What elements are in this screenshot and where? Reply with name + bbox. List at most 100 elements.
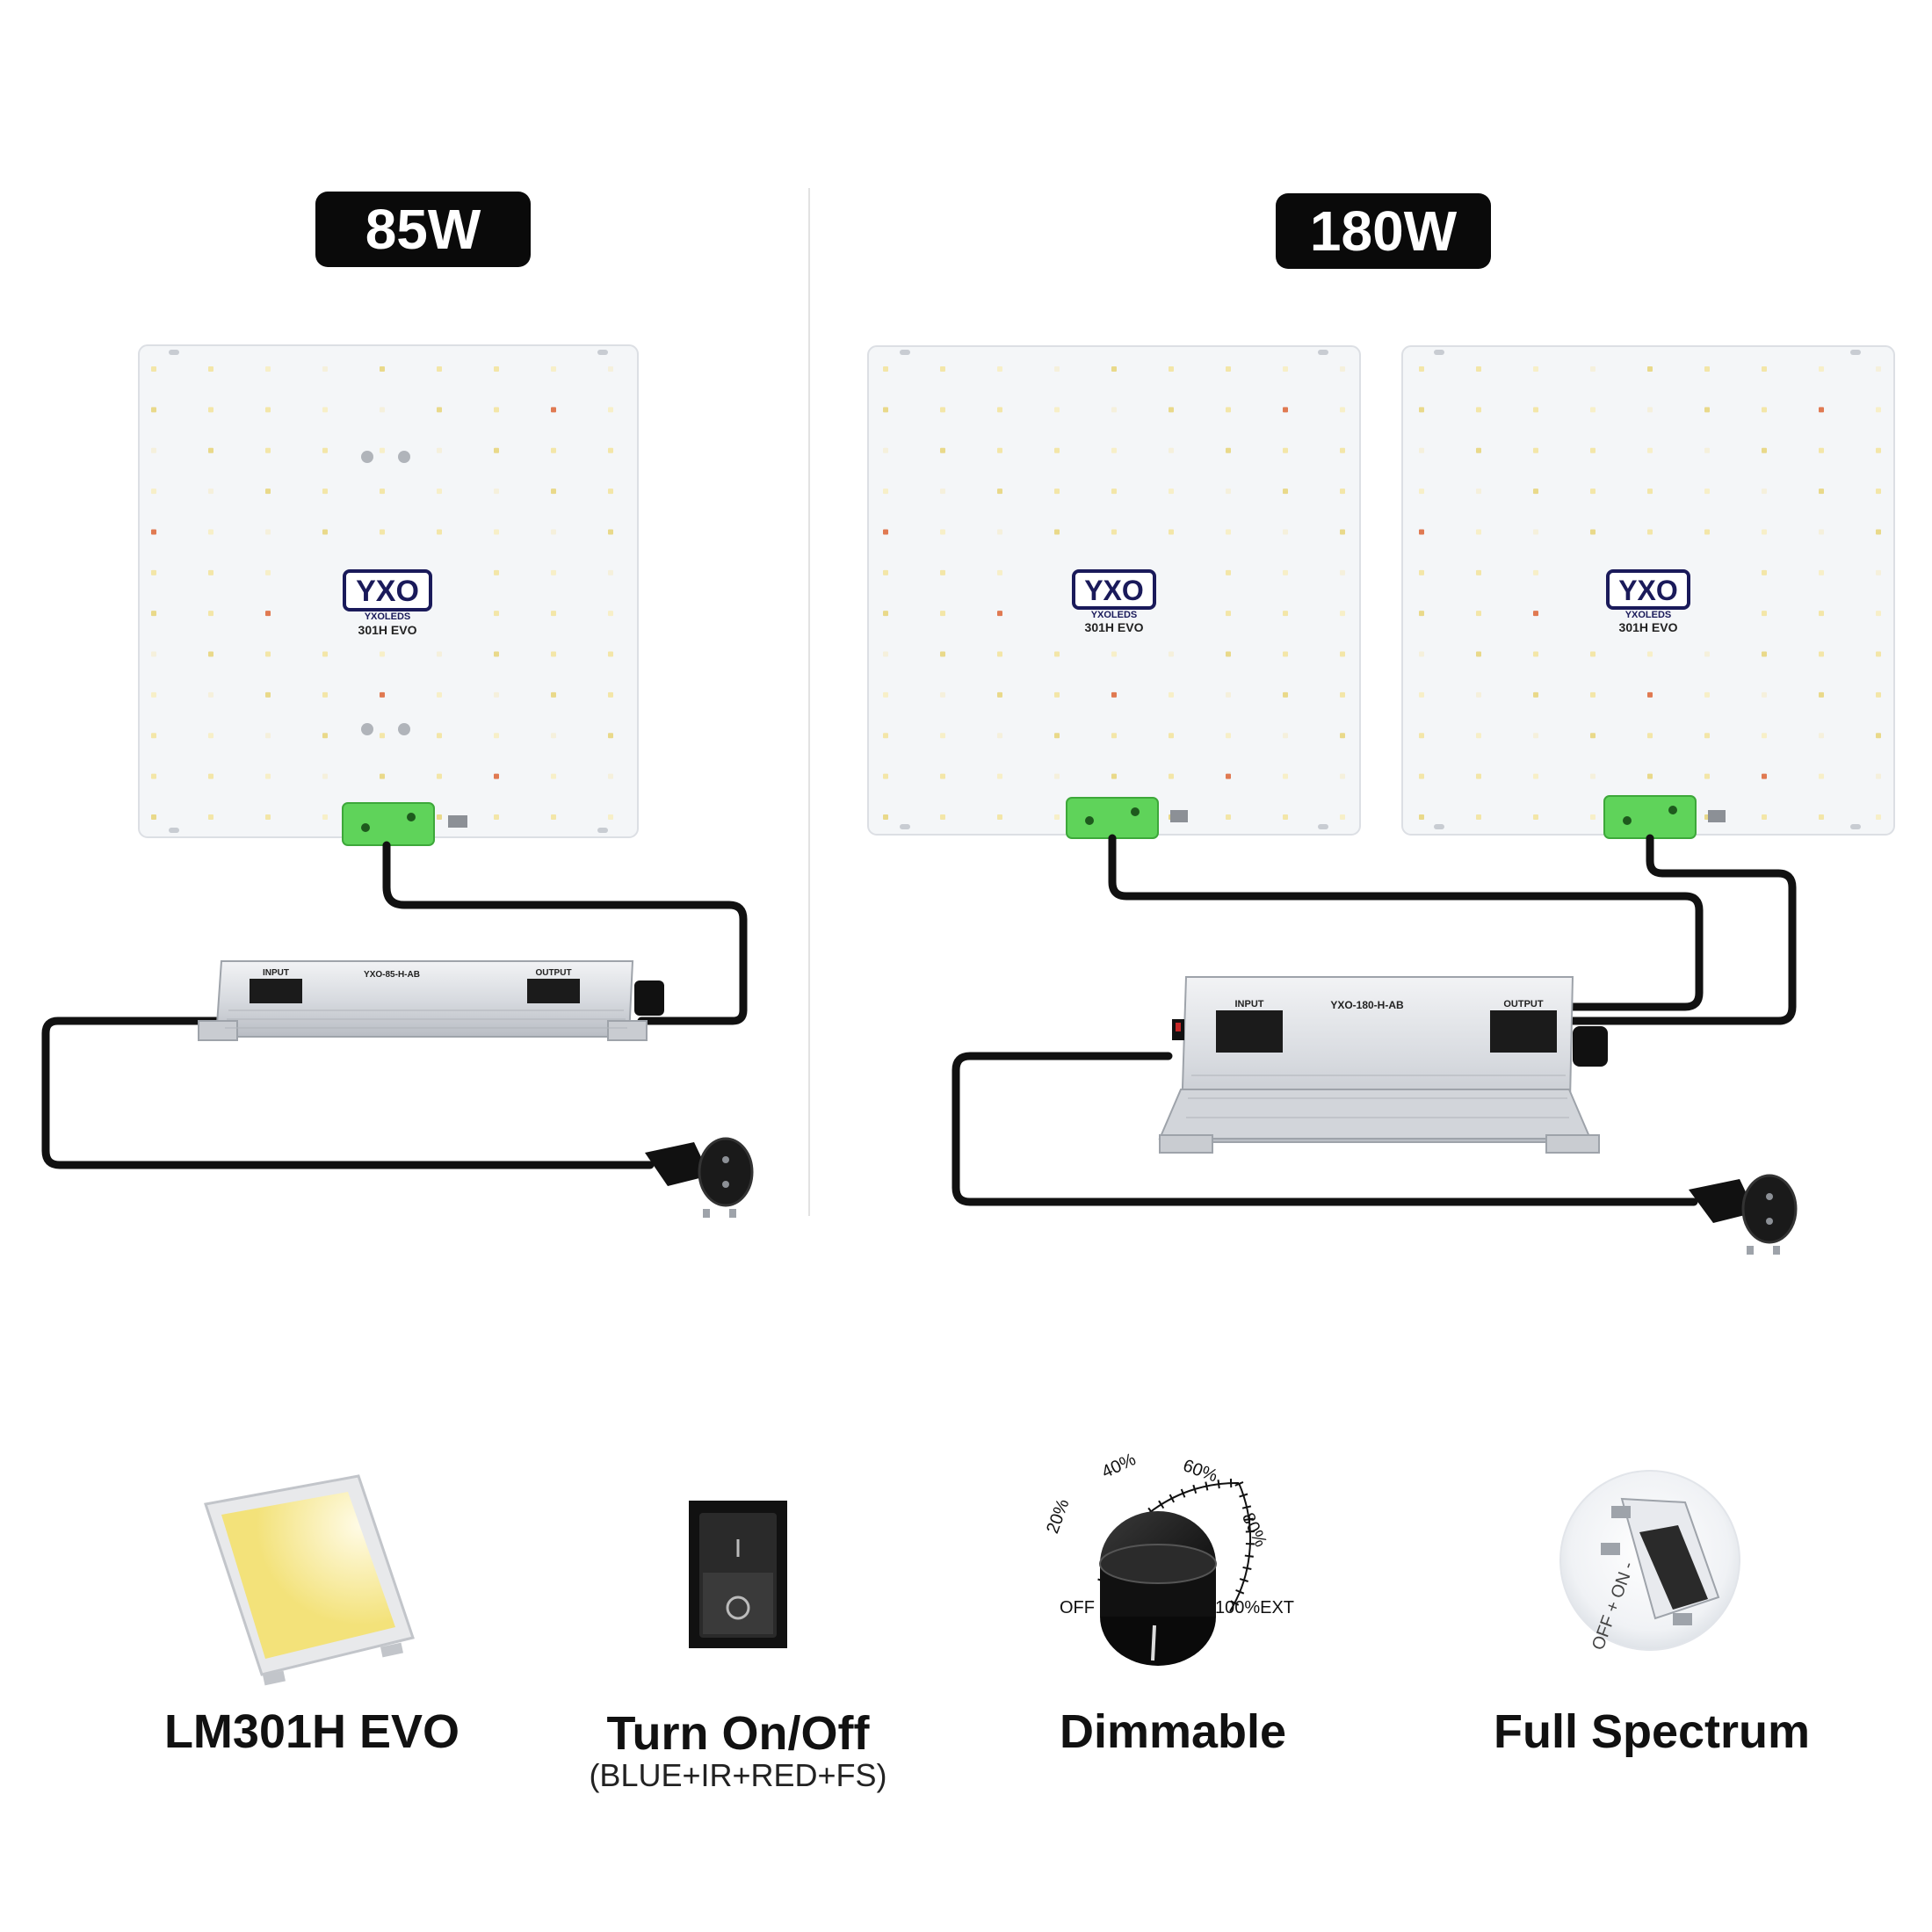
led-dot [1226, 651, 1231, 657]
led-dot [883, 488, 888, 495]
led-dot [1704, 366, 1710, 372]
led-dot [265, 447, 271, 453]
led-dot [1533, 651, 1538, 657]
led-dot [1283, 733, 1288, 739]
svg-text:YXO-85-H-AB: YXO-85-H-AB [364, 970, 420, 980]
led-dot [1340, 814, 1345, 820]
led-dot [1054, 407, 1060, 413]
feature-label-switch: Turn On/Off [606, 1707, 870, 1760]
led-dot [1704, 407, 1710, 413]
svg-text:YXOLEDS: YXOLEDS [365, 611, 411, 622]
led-dot [208, 366, 213, 372]
led-dot [1226, 366, 1231, 372]
led-dot [1533, 814, 1538, 820]
led-dot [1226, 447, 1231, 453]
led-dot [208, 611, 213, 617]
led-dot [1111, 529, 1117, 535]
led-dot [551, 529, 556, 535]
led-dot [1876, 407, 1881, 413]
led-dot [265, 366, 271, 372]
led-dot [551, 488, 556, 495]
led-dot [208, 529, 213, 535]
led-dot [1476, 651, 1481, 657]
led-dot [608, 691, 613, 698]
led-dot [1590, 651, 1596, 657]
led-dot [1419, 773, 1424, 779]
led-dot [322, 407, 328, 413]
led-dot [1647, 447, 1653, 453]
led-dot [494, 447, 499, 453]
led-dot [997, 773, 1002, 779]
led-dot [551, 366, 556, 372]
led-dot [1590, 733, 1596, 739]
led-dot [940, 529, 945, 535]
led-dot [208, 691, 213, 698]
led-dot [208, 447, 213, 453]
led-dot [940, 569, 945, 575]
led-dot [1876, 773, 1881, 779]
feature-sub-switch: (BLUE+IR+RED+FS) [589, 1757, 887, 1793]
led-dot [1476, 691, 1481, 698]
led-dot [1876, 691, 1881, 698]
led-dot [265, 529, 271, 535]
led-dot [380, 691, 385, 698]
led-dot [322, 488, 328, 495]
led-dot [940, 691, 945, 698]
led-dot [1590, 488, 1596, 495]
feature-label-dimmable: Dimmable [1059, 1705, 1287, 1758]
led-dot [1226, 611, 1231, 617]
led-dot [940, 651, 945, 657]
led-dot [997, 407, 1002, 413]
brand-logo-180w-right: YXO YXOLEDS 301H EVO [1606, 569, 1690, 634]
led-dot [151, 488, 156, 495]
led-dot [608, 569, 613, 575]
plug-85w [645, 1137, 754, 1218]
led-dot [1476, 407, 1481, 413]
led-dot [380, 407, 385, 413]
led-dot [1819, 569, 1824, 575]
led-dot [494, 814, 499, 820]
led-dot [1419, 814, 1424, 820]
led-dot [1340, 569, 1345, 575]
led-dot [208, 407, 213, 413]
led-dot [265, 773, 271, 779]
led-dot [1704, 651, 1710, 657]
svg-text:301H EVO: 301H EVO [358, 623, 417, 637]
led-dot [997, 733, 1002, 739]
led-dot [1762, 447, 1767, 453]
driver-180w: INPUT YXO-180-H-AB OUTPUT [1158, 976, 1608, 1154]
led-dot [1876, 569, 1881, 575]
led-dot [1226, 569, 1231, 575]
led-dot [1169, 529, 1174, 535]
led-dot [437, 691, 442, 698]
led-dot [1876, 814, 1881, 820]
led-dot [1819, 529, 1824, 535]
led-dot [380, 488, 385, 495]
led-dot [883, 611, 888, 617]
svg-text:INPUT: INPUT [1235, 999, 1264, 1009]
brand-logo-85w: YXO YXOLEDS 301H EVO [343, 569, 432, 637]
led-dot [1590, 366, 1596, 372]
led-dot [1054, 773, 1060, 779]
led-dot [437, 529, 442, 535]
svg-text:301H EVO: 301H EVO [1619, 620, 1678, 634]
led-dot [1647, 773, 1653, 779]
led-dot [151, 814, 156, 820]
led-dot [1762, 691, 1767, 698]
connector-180w-left [1066, 797, 1159, 839]
led-dot [1876, 733, 1881, 739]
led-dot [1762, 814, 1767, 820]
led-dot [1419, 529, 1424, 535]
panel-180w-right: YXO YXOLEDS 301H EVO [1401, 345, 1895, 839]
led-dot [437, 447, 442, 453]
led-dot [883, 447, 888, 453]
led-dot [151, 611, 156, 617]
led-dot [1111, 773, 1117, 779]
led-dot [1819, 611, 1824, 617]
led-dot [940, 814, 945, 820]
led-dot [151, 569, 156, 575]
connector-180w-right [1603, 795, 1697, 839]
led-dot [1226, 488, 1231, 495]
led-dot [1340, 611, 1345, 617]
led-dot [380, 773, 385, 779]
